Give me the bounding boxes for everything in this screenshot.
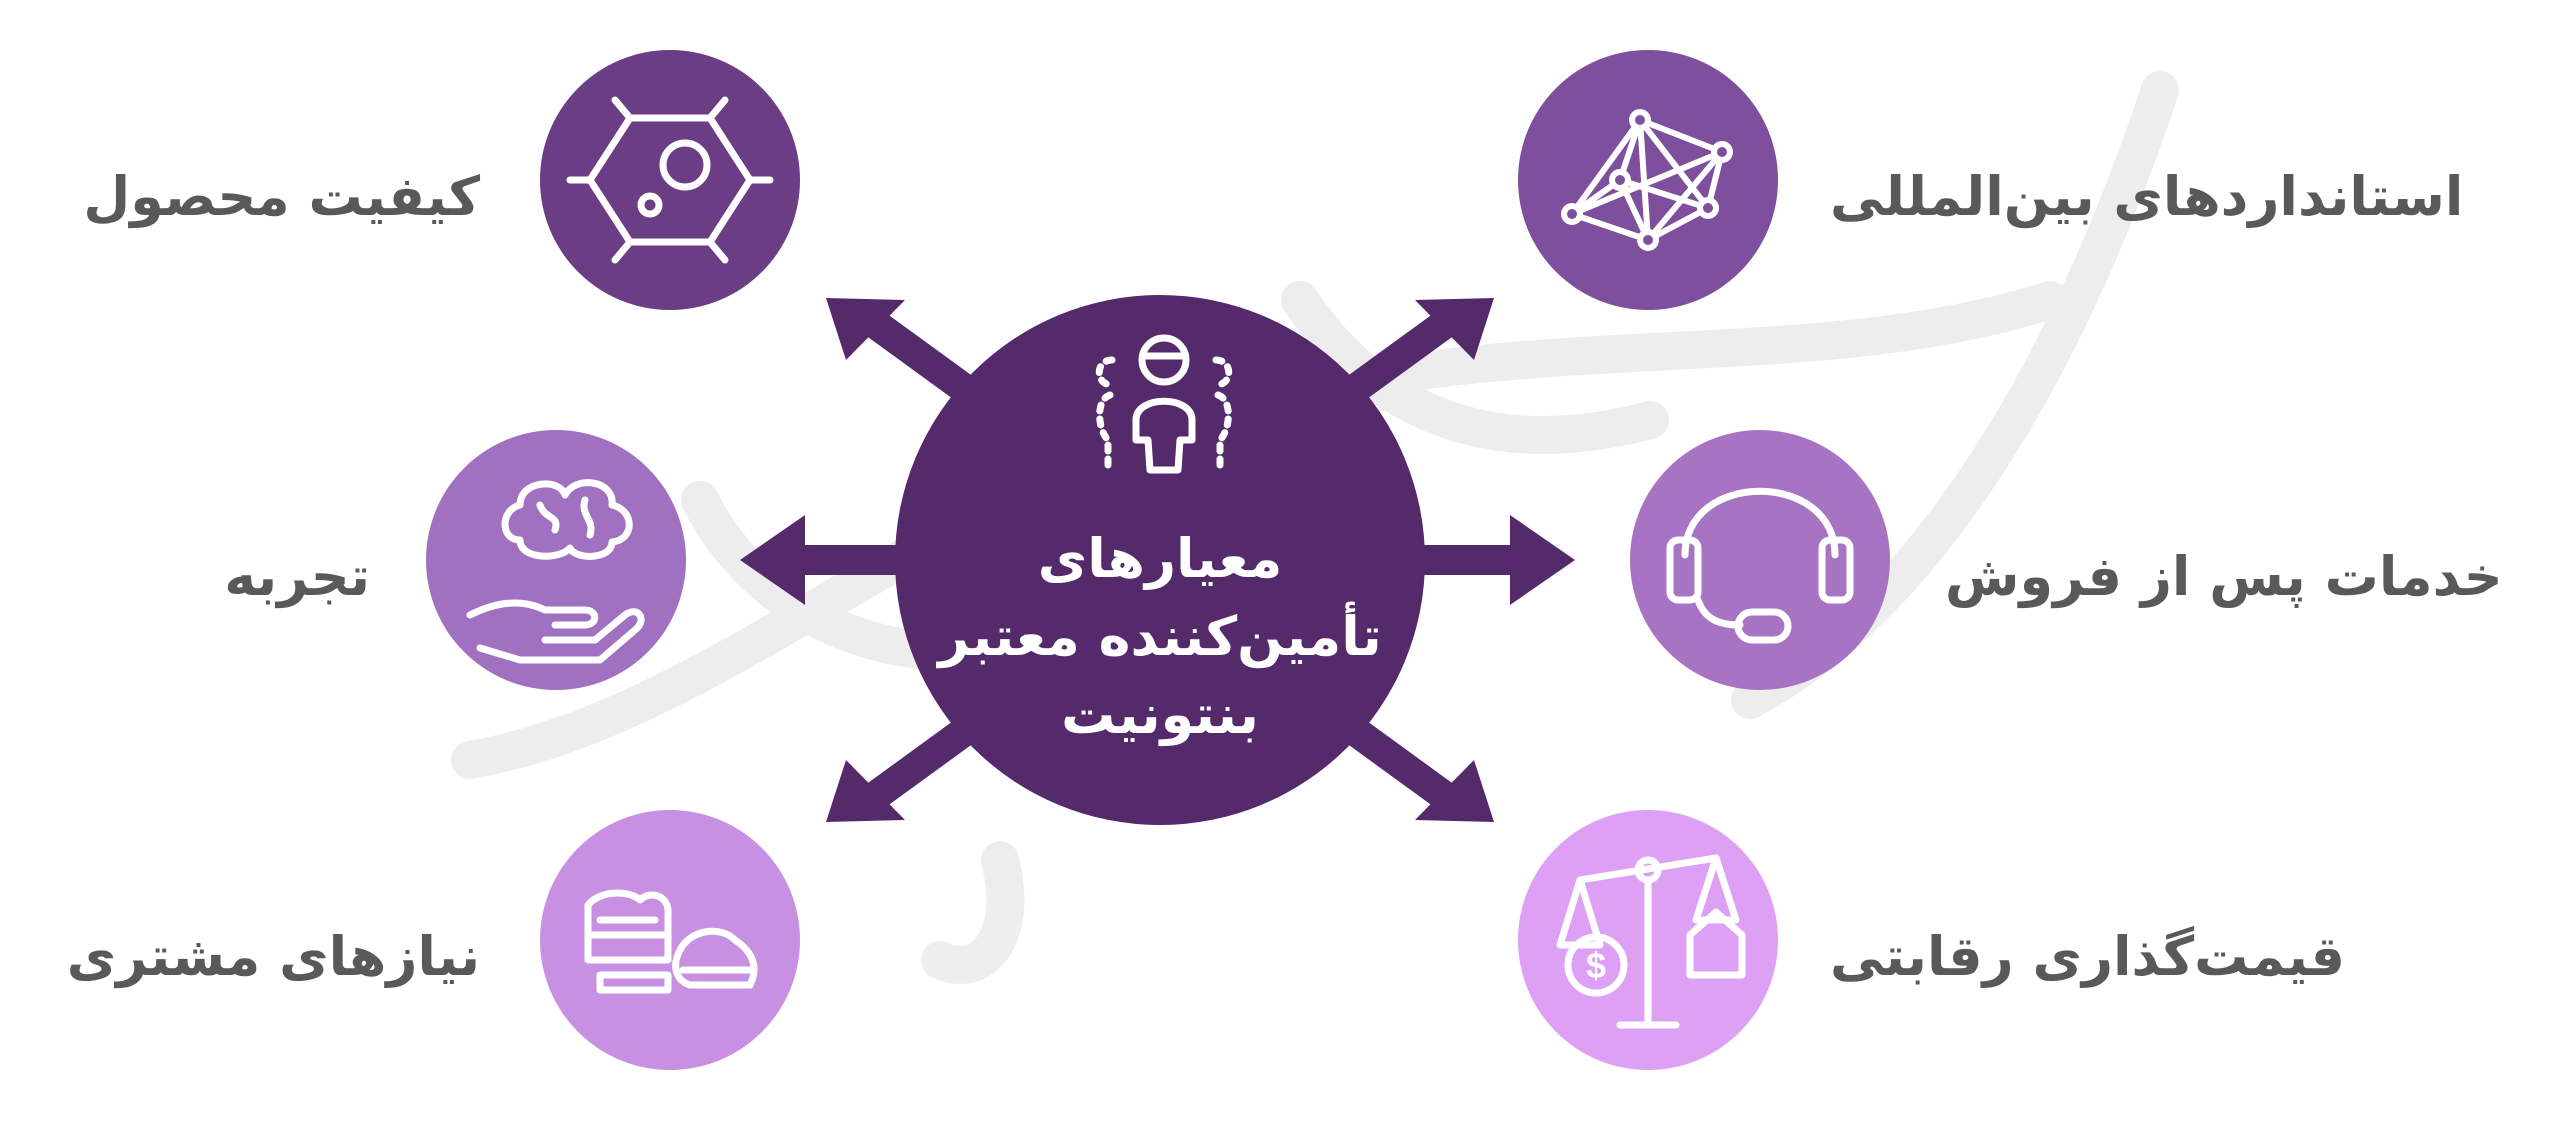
label-product-quality: کیفیت محصول (83, 165, 480, 228)
team-person-icon (1095, 334, 1233, 474)
label-after-sales: خدمات پس از فروش (1945, 545, 2503, 608)
arrow-down-right-head (1415, 760, 1494, 822)
label-competitive-pricing: قیمت‌گذاری رقابتی (1830, 925, 2345, 988)
network-icon (1561, 109, 1733, 251)
arrow-left-head (740, 515, 805, 605)
shoes-icon (584, 889, 758, 994)
arrow-right-head (1510, 515, 1575, 605)
headset-icon (1666, 487, 1854, 644)
center-title: معیارهای تأمین‌کننده معتبر بنتونیت (900, 520, 1420, 754)
label-experience: تجربه (224, 545, 370, 608)
label-customer-needs: نیازهای مشتری (66, 925, 480, 988)
center-title-line3: بنتونیت (1061, 683, 1259, 746)
label-international-standards: استانداردهای بین‌المللی (1830, 165, 2464, 228)
arrow-up-left-head (826, 298, 905, 360)
circle-after-sales (1630, 430, 1890, 690)
svg-text:$: $ (1586, 945, 1606, 986)
scale-price-icon: $ (1556, 854, 1746, 1029)
center-title-line1: معیارهای (1037, 527, 1283, 590)
circle-experience (426, 430, 686, 690)
center-circle (895, 295, 1425, 825)
center-title-line2: تأمین‌کننده معتبر (938, 605, 1382, 668)
brain-hand-icon (466, 479, 645, 664)
molecule-icon (566, 96, 774, 264)
arrow-up-right-head (1415, 298, 1494, 360)
arrow-down-left-head (826, 760, 905, 822)
